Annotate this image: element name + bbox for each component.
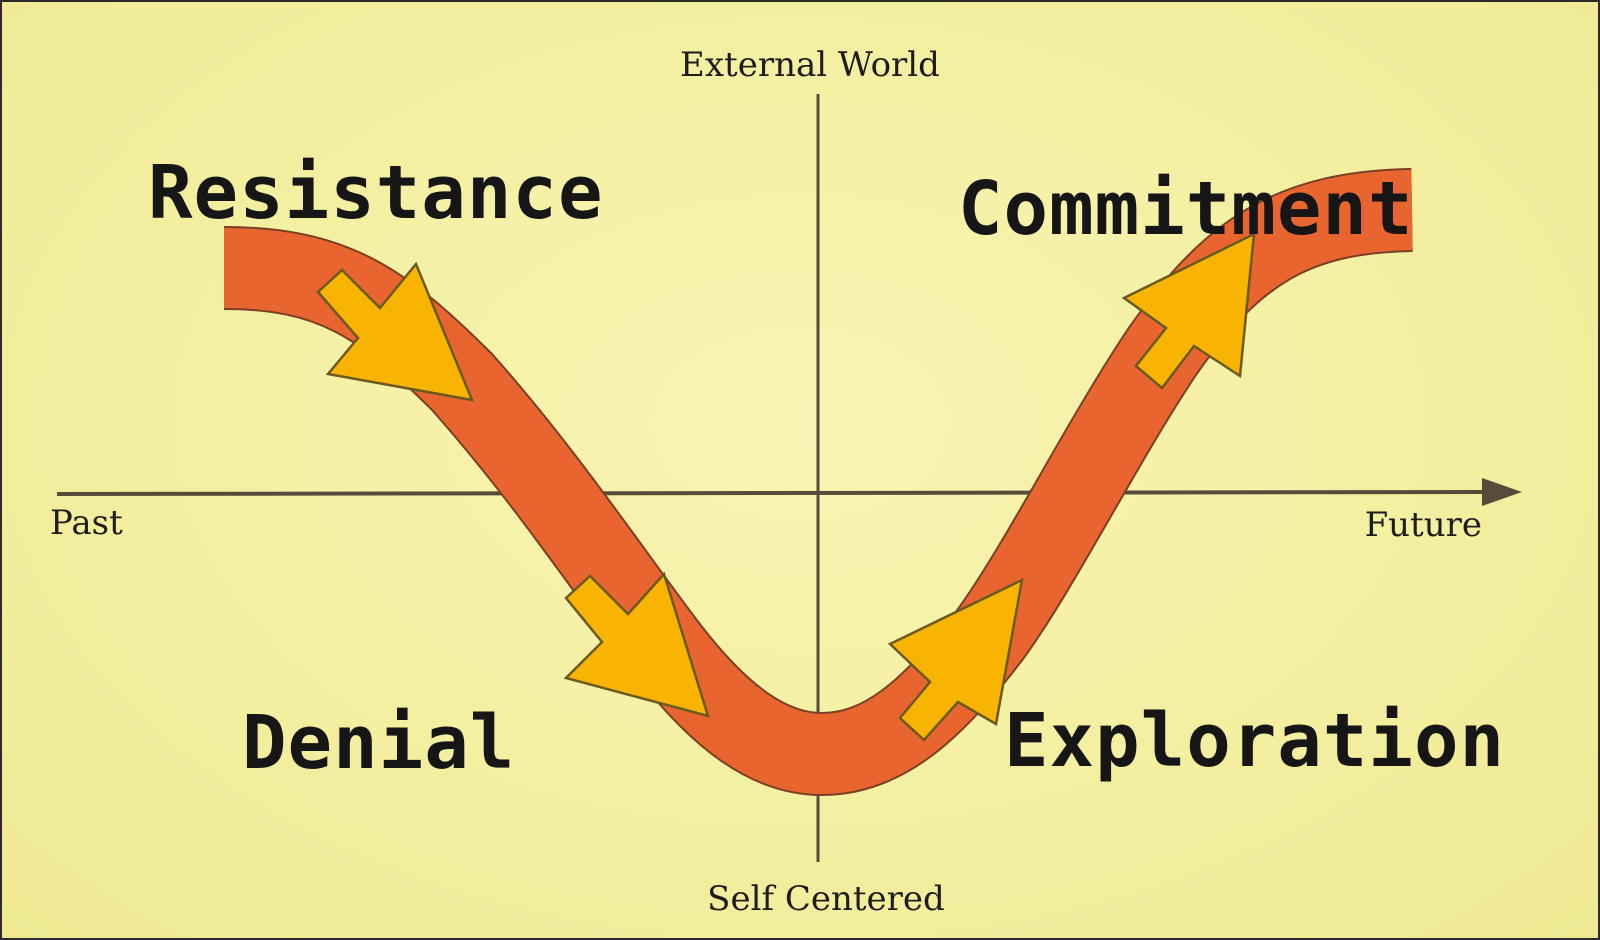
axis-label-bottom: Self Centered bbox=[707, 879, 945, 919]
stage-label-resistance: Resistance bbox=[148, 150, 604, 236]
horizontal-axis bbox=[56, 490, 1488, 496]
arrow-denial-to-bottom bbox=[563, 571, 710, 718]
stage-label-exploration: Exploration bbox=[1004, 698, 1505, 784]
horizontal-axis-arrowhead bbox=[1482, 478, 1522, 506]
axis-label-top: External World bbox=[680, 45, 940, 85]
stage-label-commitment: Commitment bbox=[958, 166, 1414, 252]
stage-label-denial: Denial bbox=[242, 700, 515, 786]
arrow-bottom-to-exploration bbox=[887, 577, 1024, 742]
axis-label-left: Past bbox=[50, 503, 123, 543]
arrow-exploration-to-commitment bbox=[1121, 231, 1256, 390]
arrow-resistance-to-denial bbox=[316, 261, 475, 402]
axis-label-right: Future bbox=[1365, 505, 1482, 545]
